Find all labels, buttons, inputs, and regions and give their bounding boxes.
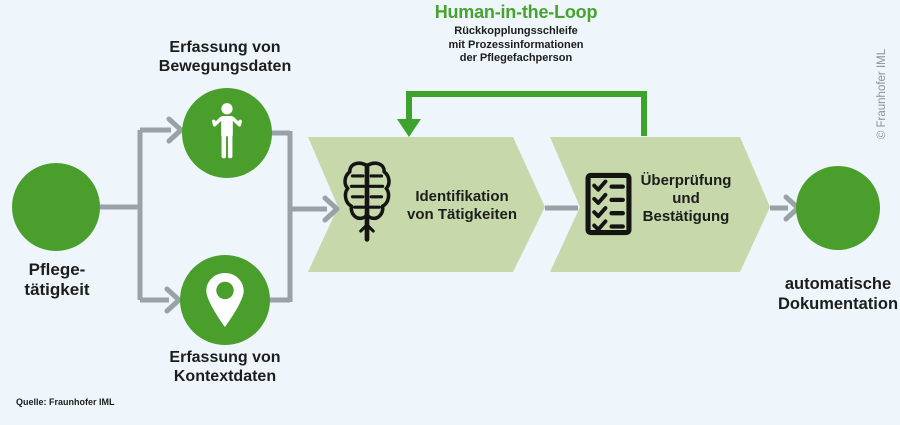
- feedback-loop-arrowhead: [397, 119, 421, 137]
- arrowhead-context: [164, 286, 182, 314]
- node-care-activity: [12, 163, 100, 251]
- page-title: Human-in-the-Loop: [434, 2, 598, 22]
- label-auto-documentation: automatische Dokumentation: [748, 274, 900, 314]
- node-motion-data: [182, 88, 272, 178]
- label-context-line1: Erfassung von: [169, 349, 281, 366]
- gray-connectors: [100, 127, 788, 303]
- arrowhead-motion: [166, 116, 184, 144]
- subtitle-line-2: mit Prozessinformationen: [448, 38, 584, 51]
- label-care-activity-line2: tätigkeit: [24, 280, 90, 299]
- brain-icon: [343, 161, 391, 242]
- map-pin-icon: [206, 273, 244, 327]
- node-context-data: [180, 255, 270, 345]
- title-subtitle: Rückkopplungsschleife mit Prozessinforma…: [396, 25, 636, 66]
- label-auto-doc-line1: automatische: [784, 275, 892, 293]
- title-block: Human-in-the-Loop Rückkopplungsschleife …: [396, 2, 636, 66]
- checklist-icon: [585, 172, 632, 236]
- label-motion-data: Erfassung von Bewegungsdaten: [115, 38, 335, 76]
- subtitle-line-1: Rückkopplungsschleife: [454, 25, 578, 37]
- node-auto-documentation: [796, 166, 880, 250]
- label-identification: Identifikation von Tätigkeiten: [396, 188, 528, 224]
- label-identification-line1: Identifikation: [415, 188, 509, 205]
- label-identification-line2: von Tätigkeiten: [406, 206, 518, 223]
- subtitle-line-3: der Pflegefachperson: [459, 52, 573, 64]
- label-motion-line1: Erfassung von: [169, 39, 281, 56]
- feedback-loop-line: [406, 91, 647, 136]
- label-auto-doc-line2: Dokumentation: [777, 295, 899, 313]
- source-note: Quelle: Fraunhofer IML: [16, 397, 115, 407]
- label-verification-line1: Überprüfung: [640, 172, 732, 189]
- label-care-activity: Pflege- tätigkeit: [0, 260, 114, 300]
- label-care-activity-line1: Pflege-: [28, 260, 86, 279]
- copyright-note: © Fraunhofer IML: [876, 48, 888, 140]
- label-verification-line2: und: [672, 190, 700, 207]
- chevron-verification: [550, 137, 770, 272]
- label-context-data: Erfassung von Kontextdaten: [115, 348, 335, 386]
- arrowhead-identification: [322, 195, 340, 223]
- label-verification-line3: Bestätigung: [642, 208, 730, 225]
- label-context-line2: Kontextdaten: [173, 368, 277, 385]
- label-motion-line2: Bewegungsdaten: [158, 58, 292, 75]
- label-verification: Überprüfung und Bestätigung: [628, 172, 744, 226]
- person-icon: [212, 103, 242, 159]
